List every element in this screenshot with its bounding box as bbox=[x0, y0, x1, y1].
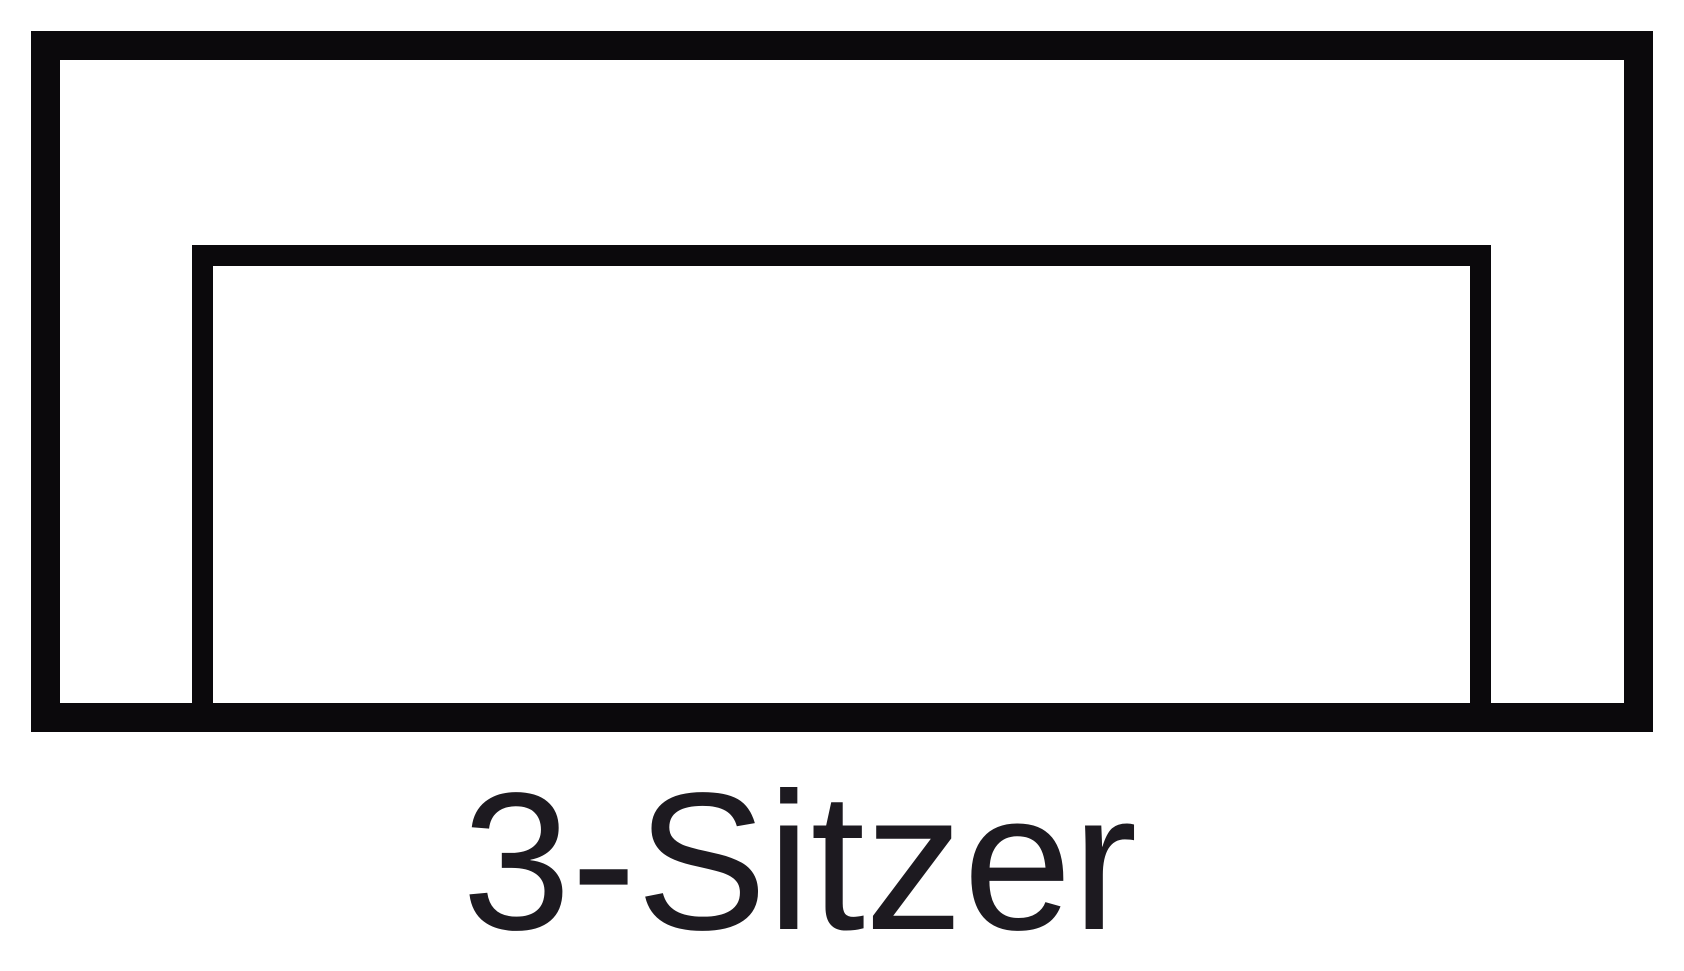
sofa-seat-rect bbox=[192, 245, 1491, 732]
pictogram-label: 3-Sitzer bbox=[462, 752, 1138, 971]
